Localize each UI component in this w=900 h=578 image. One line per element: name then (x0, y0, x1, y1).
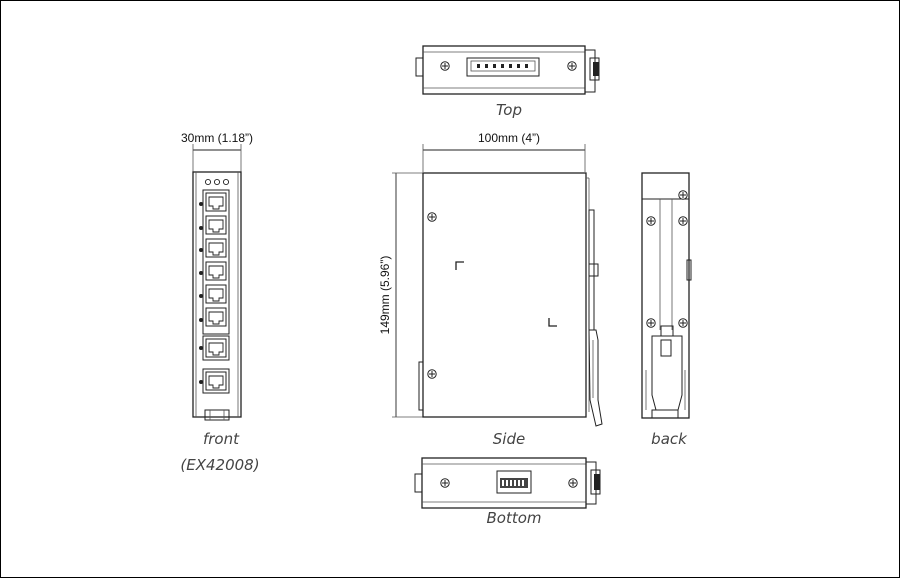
front-view-label: front (203, 430, 240, 448)
side-height-dimension: 149mm (5.96”) (378, 256, 392, 335)
bottom-view (414, 457, 601, 509)
front-view (192, 144, 242, 421)
top-view (415, 45, 600, 95)
side-view (392, 144, 603, 427)
front-width-dimension: 30mm (1.18”) (181, 131, 253, 145)
side-width-dimension: 100mm (4”) (478, 131, 540, 145)
bottom-view-label: Bottom (486, 509, 541, 527)
back-view (641, 172, 692, 419)
back-view-label: back (651, 430, 688, 448)
top-view-label: Top (496, 101, 522, 119)
side-view-label: Side (493, 430, 525, 448)
model-label: (EX42008) (180, 456, 259, 474)
